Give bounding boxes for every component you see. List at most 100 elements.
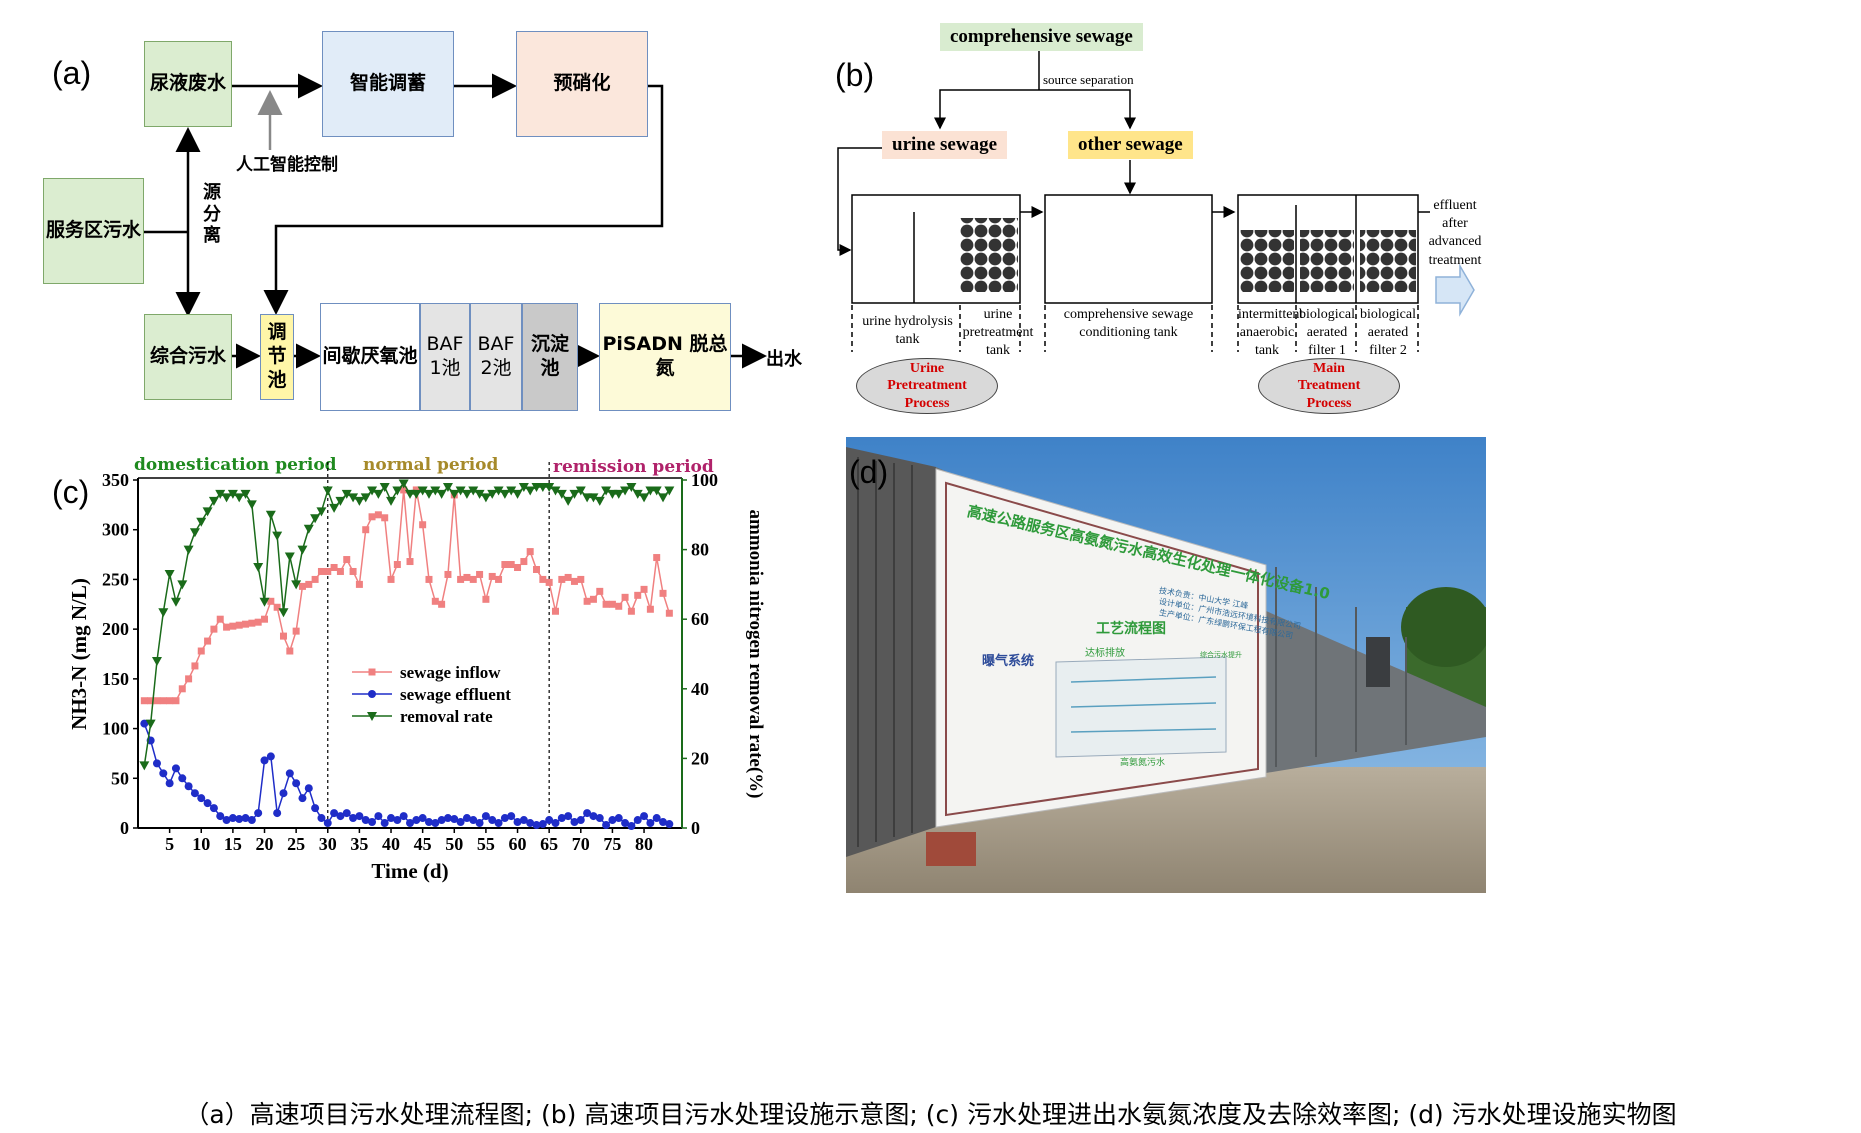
- legend-label-2: removal rate: [400, 707, 493, 726]
- label-urine-pretreatment-tank: urine pretreatment tank: [962, 307, 1034, 359]
- data-point-0: [147, 697, 155, 705]
- x-tick-label: 65: [540, 834, 558, 854]
- data-point-2: [537, 482, 548, 492]
- data-point-1: [159, 769, 168, 778]
- legend-marker-1: [368, 690, 376, 698]
- sign-high-n: 高氨氮污水: [1120, 758, 1166, 768]
- data-point-2: [455, 486, 466, 496]
- data-point-0: [640, 585, 648, 593]
- data-point-0: [621, 593, 629, 601]
- data-point-2: [487, 489, 498, 499]
- data-point-1: [450, 815, 459, 824]
- data-point-2: [360, 493, 371, 503]
- data-point-0: [507, 561, 515, 569]
- data-point-0: [533, 565, 541, 573]
- data-point-0: [659, 589, 667, 597]
- data-point-2: [221, 493, 232, 503]
- box-pisadn: PiSADN 脱总氮: [599, 303, 731, 411]
- box-baf1: BAF 1池: [420, 303, 470, 411]
- period-normal: normal period: [363, 455, 499, 475]
- data-point-1: [330, 809, 339, 818]
- data-point-0: [646, 605, 654, 613]
- data-point-0: [438, 600, 446, 608]
- data-point-0: [602, 600, 610, 608]
- data-point-0: [368, 513, 376, 521]
- data-point-2: [158, 608, 169, 618]
- data-point-2: [544, 482, 555, 492]
- data-point-2: [430, 486, 441, 496]
- data-point-1: [298, 794, 307, 803]
- data-point-1: [171, 764, 180, 773]
- x-tick-label: 70: [572, 834, 590, 854]
- data-point-0: [172, 697, 180, 705]
- x-tick-label: 50: [445, 834, 463, 854]
- data-point-2: [335, 496, 346, 506]
- data-point-2: [594, 496, 605, 506]
- data-point-2: [493, 486, 504, 496]
- panel-a-letter: (a): [52, 55, 92, 91]
- y2-tick-label: 20: [691, 748, 709, 768]
- data-point-1: [551, 819, 560, 828]
- data-point-0: [349, 567, 357, 575]
- data-point-1: [418, 814, 427, 823]
- data-point-1: [545, 816, 554, 825]
- data-point-0: [216, 615, 224, 623]
- data-point-2: [639, 493, 650, 503]
- data-point-1: [608, 816, 617, 825]
- data-point-1: [640, 812, 649, 821]
- x-axis-label: Time (d): [371, 859, 448, 883]
- data-point-2: [386, 496, 397, 506]
- data-point-2: [189, 528, 200, 538]
- data-point-0: [589, 595, 597, 603]
- data-point-0: [254, 618, 262, 626]
- label-source-separation: 源分离: [203, 182, 221, 247]
- data-point-0: [425, 575, 433, 583]
- data-point-2: [348, 493, 359, 503]
- data-point-1: [342, 809, 351, 818]
- data-point-0: [495, 575, 503, 583]
- x-tick-label: 30: [319, 834, 337, 854]
- data-point-1: [355, 812, 364, 821]
- data-point-0: [526, 548, 534, 556]
- data-point-2: [316, 507, 327, 517]
- y-tick-label: 300: [102, 520, 129, 540]
- label-urine-sewage: urine sewage: [882, 131, 1008, 159]
- data-point-2: [341, 489, 352, 499]
- y-tick-label: 0: [120, 818, 129, 838]
- label-anaerobic-tank: intermittent anaerobic tank: [1238, 307, 1304, 359]
- data-point-0: [596, 587, 604, 595]
- data-point-2: [468, 486, 479, 496]
- data-point-1: [336, 812, 345, 821]
- series-line-1: [143, 723, 670, 827]
- data-point-2: [272, 531, 283, 541]
- data-point-1: [583, 809, 592, 818]
- data-point-0: [235, 621, 243, 629]
- data-point-2: [461, 489, 472, 499]
- data-point-2: [139, 761, 150, 771]
- data-point-1: [349, 814, 358, 823]
- label-ai-control: 人工智能控制: [236, 155, 338, 175]
- box-anaerobic-tank: 间歇厌氧池: [320, 303, 420, 411]
- data-point-1: [519, 816, 528, 825]
- data-point-2: [442, 482, 453, 492]
- data-point-0: [393, 561, 401, 569]
- x-tick-label: 20: [256, 834, 274, 854]
- data-point-2: [259, 597, 270, 607]
- data-point-1: [564, 812, 573, 821]
- data-point-0: [469, 575, 477, 583]
- data-point-1: [184, 782, 193, 791]
- data-point-2: [569, 489, 580, 499]
- data-point-2: [556, 489, 567, 499]
- data-point-0: [166, 697, 174, 705]
- data-point-2: [518, 482, 529, 492]
- panel-b-letter: (b): [835, 57, 875, 93]
- data-point-0: [545, 578, 553, 586]
- data-point-0: [444, 570, 452, 578]
- x-tick-label: 55: [477, 834, 495, 854]
- panel-d-letter: (d): [849, 454, 889, 490]
- data-point-0: [583, 597, 591, 605]
- y2-tick-label: 0: [691, 818, 700, 838]
- data-point-2: [227, 489, 238, 499]
- data-point-0: [223, 623, 231, 631]
